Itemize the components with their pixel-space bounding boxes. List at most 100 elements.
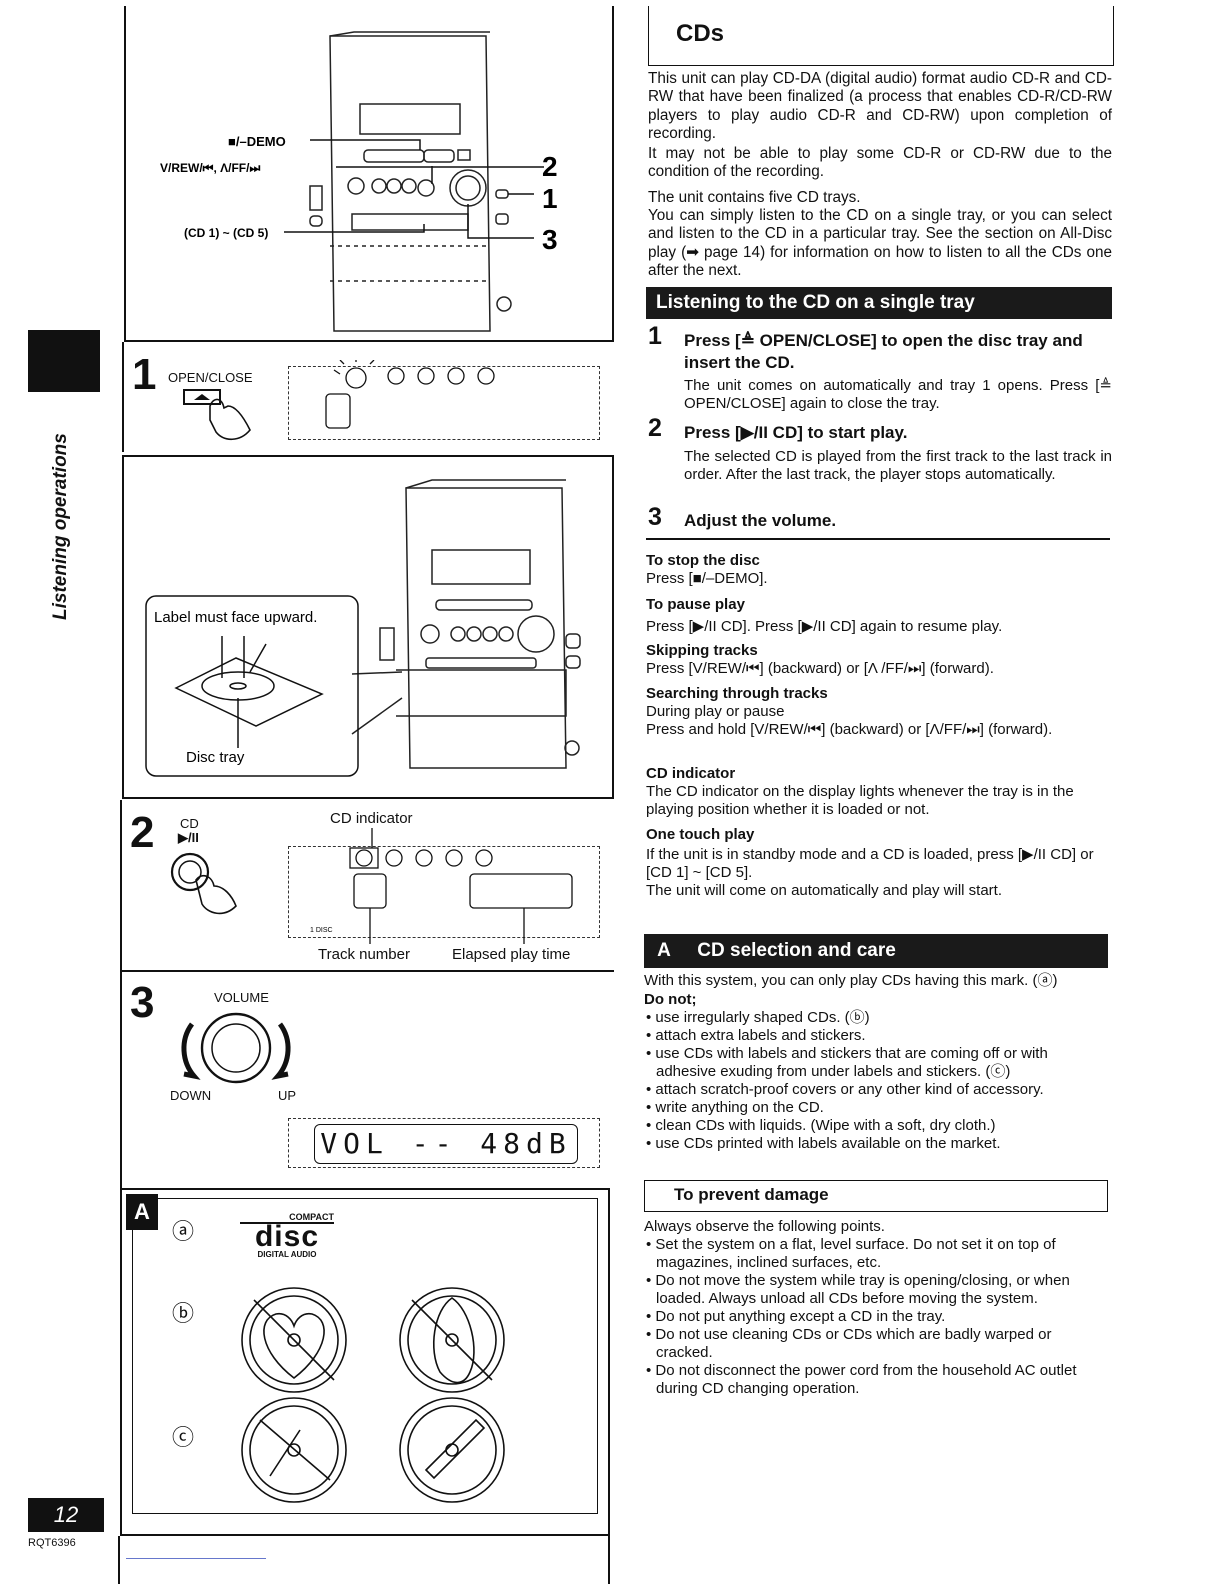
stop-demo-label: ■/–DEMO <box>228 134 286 149</box>
step-body: The unit comes on automatically and tray… <box>684 377 1112 412</box>
volume-label: VOLUME <box>214 990 269 1005</box>
display-frame <box>288 366 600 440</box>
listening-banner: Listening to the CD on a single tray <box>646 287 1112 319</box>
list-item: • Do not disconnect the power cord from … <box>646 1362 1077 1397</box>
track-time-display: 1 DISC <box>310 828 573 944</box>
list-item: • use CDs printed with labels available … <box>646 1135 1001 1152</box>
disc-marks-frame <box>120 1188 610 1536</box>
compact-disc-logo: COMPACT disc DIGITAL AUDIO <box>240 1212 334 1259</box>
step-body: The selected CD is played from the first… <box>684 448 1112 483</box>
disc-marks-inner-frame <box>132 1198 598 1514</box>
cds-paragraph: The unit contains five CD trays. <box>648 189 861 206</box>
divider <box>608 1536 610 1584</box>
cds-paragraph: This unit can play CD-DA (digital audio)… <box>648 70 1112 142</box>
list-item: • Do not move the system while tray is o… <box>646 1272 1070 1307</box>
list-item: • use irregularly shaped CDs. (ⓑ) <box>646 1009 870 1026</box>
callout-2: 2 <box>542 151 558 182</box>
tray-indicator-display <box>325 360 495 429</box>
list-item: • attach scratch-proof covers or any oth… <box>646 1081 1044 1098</box>
step-title: Adjust the volume. <box>684 511 837 530</box>
selection-banner: A CD selection and care <box>644 934 1108 968</box>
cd-indicator-label: CD indicator <box>330 810 413 827</box>
tray-figure-frame <box>122 455 614 799</box>
step-3-number: 3 <box>130 978 155 1027</box>
divider <box>612 6 614 341</box>
tip-body: Press [V/REW/⏮] (backward) or [Λ /FF/⏭] … <box>646 660 994 677</box>
cds-title: CDs <box>676 20 725 47</box>
do-not-heading: Do not; <box>644 991 697 1008</box>
prevent-damage-list: • Set the system on a flat, level surfac… <box>644 1236 1112 1398</box>
callout-1: 1 <box>542 183 558 214</box>
callout-3: 3 <box>542 224 558 255</box>
cds-paragraph: It may not be able to play some CD-R or … <box>648 145 1112 181</box>
list-item: • Do not put anything except a CD in the… <box>646 1308 946 1325</box>
press-cd-button-hand-icon <box>170 852 237 915</box>
tip-body: The CD indicator on the display lights w… <box>646 783 1074 818</box>
section-label: Listening operations <box>50 433 71 620</box>
stereo-front-panel-illustration: ■/–DEMO V/REW/⏮, Λ/FF/⏭ (CD 1) ~ (CD 5) … <box>160 31 558 332</box>
divider <box>646 538 1110 540</box>
list-item: • attach extra labels and stickers. <box>646 1027 866 1044</box>
volume-down-label: DOWN <box>170 1088 212 1103</box>
cd-button-label: CD <box>180 816 199 831</box>
list-item: • clean CDs with liquids. (Wipe with a s… <box>646 1117 996 1134</box>
selection-intro: With this system, you can only play CDs … <box>644 972 1058 989</box>
display-frame <box>288 1118 600 1168</box>
mark-c: ⓒ <box>172 1425 195 1450</box>
tip-body: If the unit is in standby mode and a CD … <box>646 846 1094 899</box>
divider <box>120 800 122 970</box>
logo-bottom-text: DIGITAL AUDIO <box>257 1250 317 1259</box>
volume-knob-icon <box>181 1012 291 1084</box>
section-a-badge: A <box>126 1194 158 1230</box>
list-item: • Set the system on a flat, level surfac… <box>646 1236 1056 1271</box>
disc-count-label: 1 DISC <box>310 927 333 934</box>
irregular-disc-illustrations <box>241 1287 505 1503</box>
divider <box>126 1558 266 1559</box>
volume-up-label: UP <box>278 1088 297 1103</box>
tip-heading: One touch play <box>646 826 755 843</box>
divider <box>118 1536 120 1584</box>
list-item: • write anything on the CD. <box>646 1099 824 1116</box>
prevent-damage-intro: Always observe the following points. <box>644 1218 885 1235</box>
logo-main-text: disc <box>240 1222 334 1252</box>
tip-heading: Searching through tracks <box>646 685 828 702</box>
play-pause-symbol: ▶/II <box>178 830 199 845</box>
tip-body: Press [■/–DEMO]. <box>646 570 768 587</box>
prevent-damage-title: To prevent damage <box>674 1185 829 1204</box>
page-number: 12 <box>28 1498 104 1532</box>
tip-heading: To stop the disc <box>646 552 760 569</box>
track-number-label: Track number <box>318 946 410 963</box>
divider <box>124 6 126 341</box>
step-1-number: 1 <box>132 350 157 399</box>
label-face-upward-note: Label must face upward. <box>154 609 317 626</box>
mark-a: ⓐ <box>172 1219 195 1244</box>
open-close-label: OPEN/CLOSE <box>168 370 253 385</box>
disc-tray-label: Disc tray <box>186 749 245 766</box>
divider <box>120 970 614 972</box>
step-number: 3 <box>648 503 662 531</box>
step-number: 2 <box>648 414 662 442</box>
cd-buttons-label: (CD 1) ~ (CD 5) <box>184 226 268 240</box>
section-tab <box>28 330 100 392</box>
list-item: • use CDs with labels and stickers that … <box>646 1045 1048 1080</box>
model-code: RQT6396 <box>28 1537 76 1549</box>
logo-top-text: COMPACT <box>289 1212 334 1222</box>
step-title: Press [≜ OPEN/CLOSE] to open the disc tr… <box>684 331 1083 372</box>
divider <box>120 970 122 1188</box>
do-not-list: • use irregularly shaped CDs. (ⓑ) • atta… <box>644 1009 1112 1153</box>
prevent-damage-frame <box>644 1180 1108 1212</box>
step-title: Press [▶/II CD] to start play. <box>684 423 908 442</box>
display-frame <box>288 846 600 938</box>
tip-heading: CD indicator <box>646 765 736 782</box>
mark-b: ⓑ <box>172 1301 195 1326</box>
selection-banner-title: CD selection and care <box>697 940 896 961</box>
step-2-number: 2 <box>130 808 155 857</box>
list-item: • Do not use cleaning CDs or CDs which a… <box>646 1326 1052 1361</box>
tip-body: Press [▶/II CD]. Press [▶/II CD] again t… <box>646 618 1003 635</box>
divider <box>122 342 124 452</box>
divider <box>124 340 614 342</box>
elapsed-time-label: Elapsed play time <box>452 946 571 963</box>
selection-banner-letter: A <box>657 940 671 961</box>
press-button-hand-icon <box>183 389 251 441</box>
step-number: 1 <box>648 322 662 350</box>
